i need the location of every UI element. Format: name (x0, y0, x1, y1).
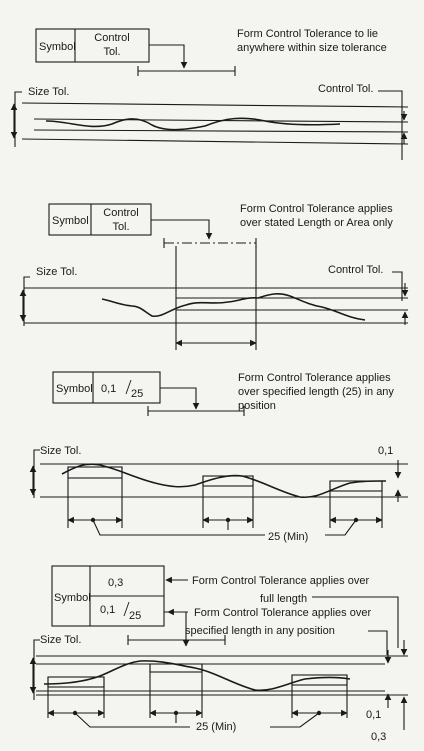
tol-value-small: 0,1 (366, 709, 381, 721)
feature-control-frame: Symbol Control Tol. (35, 28, 150, 63)
note2-line1: Form Control Tolerance applies over (194, 607, 371, 619)
stated-length-bar (163, 238, 257, 248)
frame-symbol: Symbol (52, 215, 89, 227)
frame-value-top: 0,3 (108, 577, 123, 589)
frame-value-len: 25 (131, 388, 143, 400)
length-bar (127, 635, 226, 645)
panel-full-and-specified-length: Symbol 0,3 0,1 25 Form Control Tolerance… (29, 565, 408, 743)
leader-arrow (160, 387, 200, 410)
size-tolerance-zone: Size Tol. Control Tol. (19, 264, 409, 326)
note1-leader (312, 596, 399, 648)
leader-arrow (149, 44, 188, 69)
tol-value: 0,1 (378, 445, 393, 457)
control-tol-label: Control Tol. (318, 83, 373, 95)
frame-value-line1: Control (103, 207, 138, 219)
leader-arrow-specified-length (164, 611, 190, 647)
frame-value-tol: 0,1 (101, 383, 116, 395)
length-dimensions: 25 (Min) (67, 516, 383, 543)
size-tolerance-zone: Size Tol. Control Tol. (10, 83, 409, 160)
note-line1: Form Control Tolerance applies (240, 203, 393, 215)
frame-symbol: Symbol (39, 41, 76, 53)
frame-value-line1: Control (94, 32, 129, 44)
control-tol-label: Control Tol. (328, 264, 383, 276)
size-tol-label: Size Tol. (36, 266, 77, 278)
surface-profile (61, 463, 387, 499)
panel-specified-length-any-position: Symbol 0,1 25 Form Control Tolerance app… (29, 371, 408, 543)
length-label: 25 (Min) (196, 721, 236, 733)
length-label: 25 (Min) (268, 531, 308, 543)
surface-profile (43, 660, 351, 692)
note-line1: Form Control Tolerance to lie (237, 28, 378, 40)
frame-value-line2: Tol. (112, 221, 129, 233)
note-line3: position (238, 400, 276, 412)
note-line2: over stated Length or Area only (240, 217, 393, 229)
frame-symbol: Symbol (56, 383, 93, 395)
panel-stated-length-only: Symbol Control Tol. Form Control Toleran… (19, 203, 409, 350)
note-line1: Form Control Tolerance applies (238, 372, 391, 384)
note-line2: anywhere within size tolerance (237, 42, 387, 54)
frame-value-tol: 0,1 (100, 604, 115, 616)
length-bar (147, 406, 245, 416)
tol-value-large: 0,3 (371, 731, 386, 743)
surface-profile (101, 293, 366, 321)
length-dimensions: 25 (Min) (47, 709, 348, 733)
frame-value-line2: Tol. (103, 46, 120, 58)
size-tol-label: Size Tol. (28, 86, 69, 98)
note-line2: over specified length (25) in any (238, 386, 394, 398)
feature-control-frame: Symbol 0,3 0,1 25 (51, 565, 165, 627)
control-length-bar (137, 66, 236, 76)
size-tol-label: Size Tol. (40, 634, 81, 646)
feature-control-frame: Symbol Control Tol. (48, 203, 152, 236)
size-tolerance-zone: Size Tol. 0,1 (29, 445, 408, 502)
note1-line1: Form Control Tolerance applies over (192, 575, 369, 587)
panel-anywhere-within-size-tolerance: Symbol Control Tol. Form Control Toleran… (10, 28, 409, 160)
frame-value-len: 25 (129, 610, 141, 622)
leader-arrow (151, 219, 213, 240)
frame-symbol: Symbol (54, 592, 91, 604)
size-tol-label: Size Tol. (40, 445, 81, 457)
note2-line2: specified length in any position (185, 625, 335, 637)
feature-control-frame: Symbol 0,1 25 (52, 371, 161, 404)
note2-leader (368, 630, 388, 655)
size-tolerance-zone: Size Tol. 0,1 0,3 (29, 634, 408, 743)
note1-line2: full length (260, 593, 307, 605)
surface-profile (45, 117, 341, 131)
